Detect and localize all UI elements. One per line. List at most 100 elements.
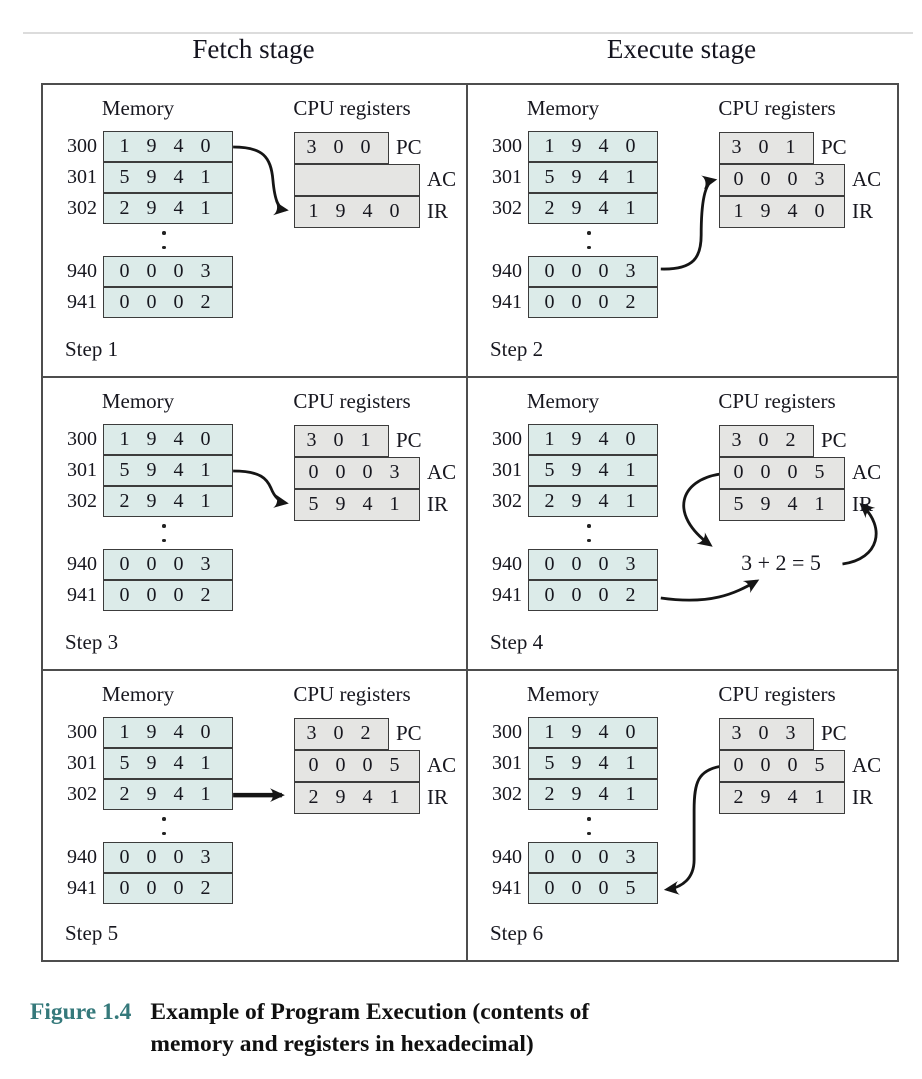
memory-label: Memory bbox=[101, 682, 175, 706]
figure-caption: Figure 1.4 Example of Program Execution … bbox=[30, 996, 630, 1061]
memory-address: 302 bbox=[67, 197, 97, 219]
memory-address: 300 bbox=[492, 428, 522, 450]
ellipsis-dots bbox=[587, 817, 591, 846]
memory-cell: 2 9 4 1 bbox=[528, 486, 658, 517]
register-name: AC bbox=[427, 167, 457, 191]
memory-cell: 2 9 4 1 bbox=[528, 779, 658, 810]
step-label: Step 3 bbox=[65, 630, 119, 654]
memory-address: 302 bbox=[492, 197, 522, 219]
memory-cell: 2 9 4 1 bbox=[103, 779, 233, 810]
memory-address: 941 bbox=[67, 291, 97, 313]
memory-address: 301 bbox=[67, 166, 97, 188]
memory-cell: 5 9 4 1 bbox=[103, 162, 233, 193]
register-name: IR bbox=[427, 492, 448, 516]
register-name: AC bbox=[852, 460, 882, 484]
memory-address: 302 bbox=[492, 490, 522, 512]
register-cell-pc: 3 0 3 bbox=[719, 718, 814, 750]
register-cell-ac: 0 0 0 5 bbox=[294, 750, 420, 782]
memory-label: Memory bbox=[101, 96, 175, 120]
flow-arrow-annotation-to-ir bbox=[842, 502, 878, 566]
figure-caption-line1: Example of Program Execution (contents o… bbox=[150, 999, 590, 1025]
flow-arrow-ac-to-mem941 bbox=[663, 764, 721, 895]
memory-cell: 0 0 0 3 bbox=[103, 256, 233, 287]
register-name: PC bbox=[821, 428, 847, 452]
register-name: IR bbox=[852, 492, 873, 516]
register-cell-ac: 0 0 0 3 bbox=[294, 457, 420, 489]
memory-cell: 0 0 0 2 bbox=[103, 287, 233, 318]
flow-arrow-mem300-to-ir bbox=[233, 145, 289, 216]
register-name: AC bbox=[427, 460, 457, 484]
ellipsis-dots bbox=[162, 524, 166, 553]
data-flow-arrows bbox=[663, 764, 721, 895]
register-name: IR bbox=[852, 785, 873, 809]
memory-address: 941 bbox=[492, 584, 522, 606]
memory-cell: 1 9 4 0 bbox=[528, 717, 658, 748]
memory-label: Memory bbox=[526, 682, 600, 706]
register-cell-ac: 0 0 0 3 bbox=[719, 164, 845, 196]
register-name: PC bbox=[396, 135, 422, 159]
memory-cell: 1 9 4 0 bbox=[528, 131, 658, 162]
memory-address: 300 bbox=[492, 721, 522, 743]
step-label: Step 1 bbox=[65, 337, 119, 361]
ellipsis-dots bbox=[162, 231, 166, 260]
register-cell-ir: 2 9 4 1 bbox=[294, 782, 420, 814]
memory-cell: 0 0 0 2 bbox=[103, 580, 233, 611]
register-name: IR bbox=[427, 199, 448, 223]
memory-cell: 1 9 4 0 bbox=[528, 424, 658, 455]
grid-cell-step-4: Memory CPU registers 3 + 2 = 5 Step 4 30… bbox=[468, 378, 897, 671]
memory-address: 300 bbox=[67, 135, 97, 157]
memory-address: 941 bbox=[492, 877, 522, 899]
memory-address: 940 bbox=[67, 846, 97, 868]
register-cell-pc: 3 0 1 bbox=[719, 132, 814, 164]
step-label: Step 5 bbox=[65, 921, 119, 945]
cpu-registers-label: CPU registers bbox=[718, 389, 836, 413]
register-cell-pc: 3 0 2 bbox=[294, 718, 389, 750]
cpu-registers-label: CPU registers bbox=[718, 96, 836, 120]
memory-address: 941 bbox=[492, 291, 522, 313]
top-divider-rule bbox=[23, 32, 913, 34]
memory-cell: 1 9 4 0 bbox=[103, 717, 233, 748]
memory-address: 940 bbox=[492, 260, 522, 282]
memory-cell: 0 0 0 5 bbox=[528, 873, 658, 904]
figure-caption-text: Example of Program Execution (contents o… bbox=[150, 996, 589, 1061]
memory-cell: 0 0 0 3 bbox=[103, 842, 233, 873]
memory-cell: 0 0 0 3 bbox=[103, 549, 233, 580]
memory-cell: 0 0 0 2 bbox=[528, 287, 658, 318]
data-flow-arrows bbox=[660, 175, 718, 271]
memory-cell: 0 0 0 3 bbox=[528, 549, 658, 580]
memory-cell: 5 9 4 1 bbox=[528, 748, 658, 779]
memory-cell: 0 0 0 2 bbox=[528, 580, 658, 611]
register-cell-ir: 1 9 4 0 bbox=[719, 196, 845, 228]
memory-address: 300 bbox=[492, 135, 522, 157]
register-cell-ir: 5 9 4 1 bbox=[719, 489, 845, 521]
memory-label: Memory bbox=[101, 389, 175, 413]
memory-cell: 2 9 4 1 bbox=[103, 193, 233, 224]
memory-address: 302 bbox=[67, 490, 97, 512]
register-name: AC bbox=[852, 753, 882, 777]
memory-address: 301 bbox=[67, 459, 97, 481]
data-flow-arrows bbox=[233, 788, 285, 803]
memory-cell: 0 0 0 3 bbox=[528, 842, 658, 873]
memory-label: Memory bbox=[526, 389, 600, 413]
register-cell-ir: 5 9 4 1 bbox=[294, 489, 420, 521]
six-step-grid: Memory CPU registers Step 1 300 1 9 4 0 30… bbox=[41, 83, 899, 962]
register-cell-ac bbox=[294, 164, 420, 196]
memory-address: 941 bbox=[67, 877, 97, 899]
memory-address: 300 bbox=[67, 721, 97, 743]
register-name: PC bbox=[396, 721, 422, 745]
flow-arrow-mem940-to-ac bbox=[660, 175, 718, 271]
ellipsis-dots bbox=[587, 524, 591, 553]
cpu-registers-label: CPU registers bbox=[718, 682, 836, 706]
register-cell-pc: 3 0 1 bbox=[294, 425, 389, 457]
alu-annotation: 3 + 2 = 5 bbox=[741, 550, 821, 575]
register-cell-pc: 3 0 2 bbox=[719, 425, 814, 457]
data-flow-arrows bbox=[233, 145, 289, 216]
memory-cell: 5 9 4 1 bbox=[528, 162, 658, 193]
cpu-registers-label: CPU registers bbox=[293, 389, 411, 413]
flow-arrow-ac-to-annotation bbox=[682, 472, 721, 547]
